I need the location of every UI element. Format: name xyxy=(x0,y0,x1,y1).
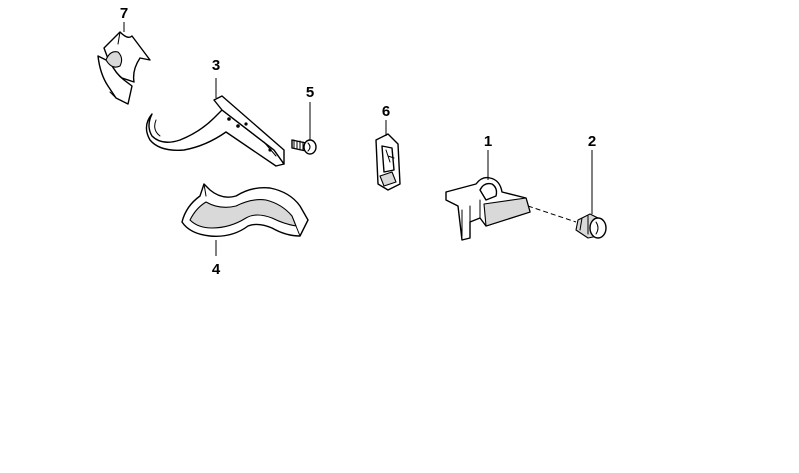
callout-2: 2 xyxy=(588,133,596,150)
part-2-rivet xyxy=(575,213,607,239)
callout-3: 3 xyxy=(212,57,220,74)
part-3-bracket xyxy=(145,95,285,167)
part-4-cover xyxy=(181,183,309,237)
callout-5: 5 xyxy=(306,84,314,101)
part-6-clip xyxy=(375,133,401,191)
part-7-clip xyxy=(97,31,151,105)
part-5-screw xyxy=(291,139,317,155)
callout-4: 4 xyxy=(212,261,221,278)
callout-1: 1 xyxy=(484,133,492,150)
callout-7: 7 xyxy=(120,5,128,22)
callout-6: 6 xyxy=(382,103,390,120)
part-1-holder xyxy=(445,176,531,241)
assembly-line xyxy=(527,205,577,223)
